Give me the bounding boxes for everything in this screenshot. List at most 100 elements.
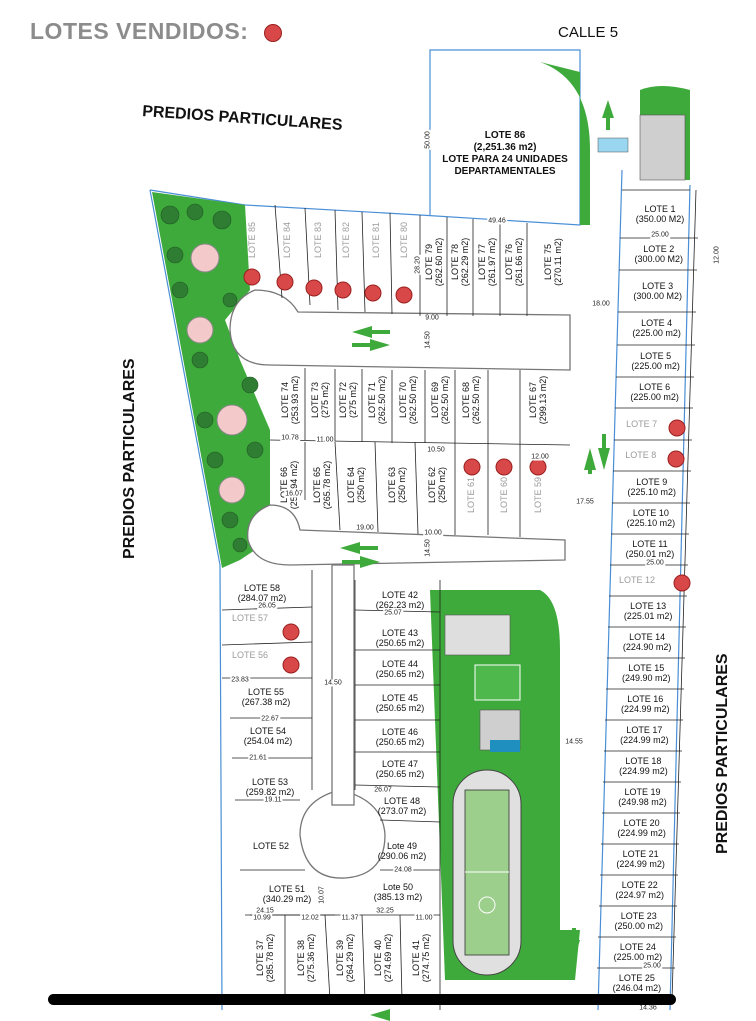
lot-label[interactable]: LOTE 17(224.99 m2) [620,725,669,745]
lot-label[interactable]: LOTE 38(275.36 m2) [296,934,316,983]
lot-label[interactable]: LOTE 75(270.11 m2) [543,238,563,286]
lot-name: LOTE 22 [621,880,658,890]
lot-label[interactable]: LOTE 42(262.23 m2) [376,590,425,610]
lot-label[interactable]: LOTE 62(250 m2) [427,467,447,503]
lot-label[interactable]: LOTE 59 [533,477,543,513]
lot-label[interactable]: LOTE 39(264.29 m2) [335,934,355,983]
lot-name: LOTE 9 [636,477,668,487]
lot-label[interactable]: LOTE 2(300.00 M2) [635,244,684,264]
lot-label[interactable]: LOTE 77(261.97 m2) [477,238,497,287]
lot-label[interactable]: LOTE 67(299.13 m2) [528,376,548,425]
lot-label[interactable]: LOTE 20(224.99 m2) [617,818,666,838]
lot-label[interactable]: LOTE 68(262.50 m2) [461,376,481,425]
lot-area: (250.65 m2) [375,638,425,648]
lot-label[interactable]: LOTE 65(265.78 m2) [312,461,332,510]
lot-label[interactable]: LOTE 24(225.00 m2) [614,942,663,962]
lot-label[interactable]: LOTE 47(250.65 m2) [376,759,425,779]
lot-name: LOTE 57 [231,613,269,623]
lot-label[interactable]: Lote 50(385.13 m2) [374,882,423,902]
lot-name: LOTE 41 [411,939,421,977]
lot-label[interactable]: LOTE 60 [499,477,509,513]
lot-label[interactable]: LOTE 8 [625,450,656,460]
lot-label[interactable]: LOTE 70(262.50 m2) [398,376,418,425]
dim-label: 10.99 [252,914,272,922]
home-indicator-bar[interactable] [48,994,676,1005]
lot-label[interactable]: LOTE 80 [399,222,409,258]
lot-label[interactable]: LOTE 5(225.00 m2) [631,351,680,371]
lot-label[interactable]: LOTE 55(267.38 m2) [242,687,291,707]
lot-label[interactable]: LOTE 56 [232,650,268,660]
lot-label[interactable]: LOTE 46(250.65 m2) [376,727,425,747]
lot-label[interactable]: LOTE 78(262.29 m2) [450,238,470,287]
lot-label[interactable]: LOTE 63(250 m2) [387,467,407,503]
lot-label[interactable]: LOTE 58(284.07 m2) [238,583,287,603]
lot-name: LOTE 21 [622,849,659,859]
lot-label[interactable]: LOTE 79(262.60 m2) [424,238,444,287]
lot-label[interactable]: LOTE 57 [232,613,268,623]
lot-label[interactable]: LOTE 81 [371,222,381,258]
lot-name: LOTE 74 [280,381,290,419]
lot-label[interactable]: LOTE 21(224.99 m2) [616,849,665,869]
lot-name: LOTE 19 [624,787,661,797]
lot-label[interactable]: LOTE 74(253.93 m2) [280,376,300,425]
lot-label[interactable]: LOTE 13(225.01 m2) [624,601,673,621]
dim-label: 19.11 [263,796,283,804]
lot-label[interactable]: LOTE 66(256.94 m2) [279,461,299,510]
lot-label[interactable]: LOTE 43(250.65 m2) [376,628,425,648]
lot-label[interactable]: LOTE 11(250.01 m2) [626,539,675,559]
lot-name: LOTE 14 [629,632,666,642]
lot-label[interactable]: LOTE 12 [619,575,655,585]
lot-label[interactable]: LOTE 73(275 m2) [310,382,330,418]
lote-86-name: LOTE 86 [484,130,526,141]
lot-area: (250 m2) [356,467,366,504]
lot-label[interactable]: LOTE 41(274.75 m2) [411,934,431,983]
lot-label[interactable]: LOTE 69(262.50 m2) [430,376,450,425]
dim-label: 26.05 [257,602,277,610]
lot-label[interactable]: LOTE 22(224.97 m2) [615,880,664,900]
lot-label[interactable]: LOTE 3(300.00 M2) [633,281,682,301]
lot-label[interactable]: LOTE 51(340.29 m2) [263,884,312,904]
lot-label[interactable]: Lote 49(290.06 m2) [378,841,427,861]
lot-label[interactable]: LOTE 52 [253,841,289,851]
lot-label[interactable]: LOTE 45(250.65 m2) [376,693,425,713]
lot-label[interactable]: LOTE 25(246.04 m2) [613,973,662,993]
lot-label[interactable]: LOTE 16(224.99 m2) [621,694,670,714]
dim-label: 25.00 [650,231,670,239]
lot-label[interactable]: LOTE 84 [282,222,292,258]
lot-label[interactable]: LOTE 44(250.65 m2) [376,659,425,679]
lot-label[interactable]: LOTE 4(225.00 m2) [632,318,681,338]
lot-label[interactable]: LOTE 76(261.66 m2) [504,238,524,287]
lot-label[interactable]: LOTE 83 [313,222,323,258]
lot-label[interactable]: LOTE 1(350.00 M2) [636,204,685,224]
lot-label[interactable]: LOTE 23(250.00 m2) [615,911,664,931]
lot-name: LOTE 15 [628,663,665,673]
lot-label[interactable]: LOTE 48(273.07 m2) [378,796,427,816]
lot-name: LOTE 69 [430,381,440,419]
lot-label[interactable]: LOTE 7 [626,419,657,429]
lot-label[interactable]: LOTE 61 [466,477,476,513]
streets [229,289,571,879]
lot-name: LOTE 2 [643,244,675,254]
lot-label[interactable]: LOTE 53(259.82 m2) [246,777,295,797]
lot-label[interactable]: LOTE 40(274.69 m2) [373,934,393,983]
dim-label: 14.55 [564,738,584,746]
lot-label[interactable]: LOTE 71(262.50 m2) [367,376,387,425]
lot-label[interactable]: LOTE 6(225.00 m2) [630,382,679,402]
lot-label[interactable]: LOTE 10(225.10 m2) [627,508,676,528]
lot-area: (262.50 m2) [440,375,450,425]
lot-area: (262.50 m2) [377,375,387,425]
lot-label[interactable]: LOTE 14(224.90 m2) [623,632,672,652]
lote-86-label[interactable]: LOTE 86 (2,251.36 m2) LOTE PARA 24 UNIDA… [442,130,568,178]
lot-label[interactable]: LOTE 85 [247,222,257,258]
lot-label[interactable]: LOTE 19(249.98 m2) [618,787,667,807]
dim-label: 12.02 [300,914,320,922]
lot-label[interactable]: LOTE 72(275 m2) [338,382,358,418]
lot-label[interactable]: LOTE 15(249.90 m2) [622,663,671,683]
lot-label[interactable]: LOTE 18(224.99 m2) [619,756,668,776]
lot-label[interactable]: LOTE 82 [341,222,351,258]
lot-label[interactable]: LOTE 9(225.10 m2) [628,477,677,497]
lot-label[interactable]: LOTE 54(254.04 m2) [244,726,293,746]
lot-name: LOTE 39 [335,939,345,977]
lot-label[interactable]: LOTE 64(250 m2) [346,467,366,503]
lot-label[interactable]: LOTE 37(285.78 m2) [255,934,275,983]
